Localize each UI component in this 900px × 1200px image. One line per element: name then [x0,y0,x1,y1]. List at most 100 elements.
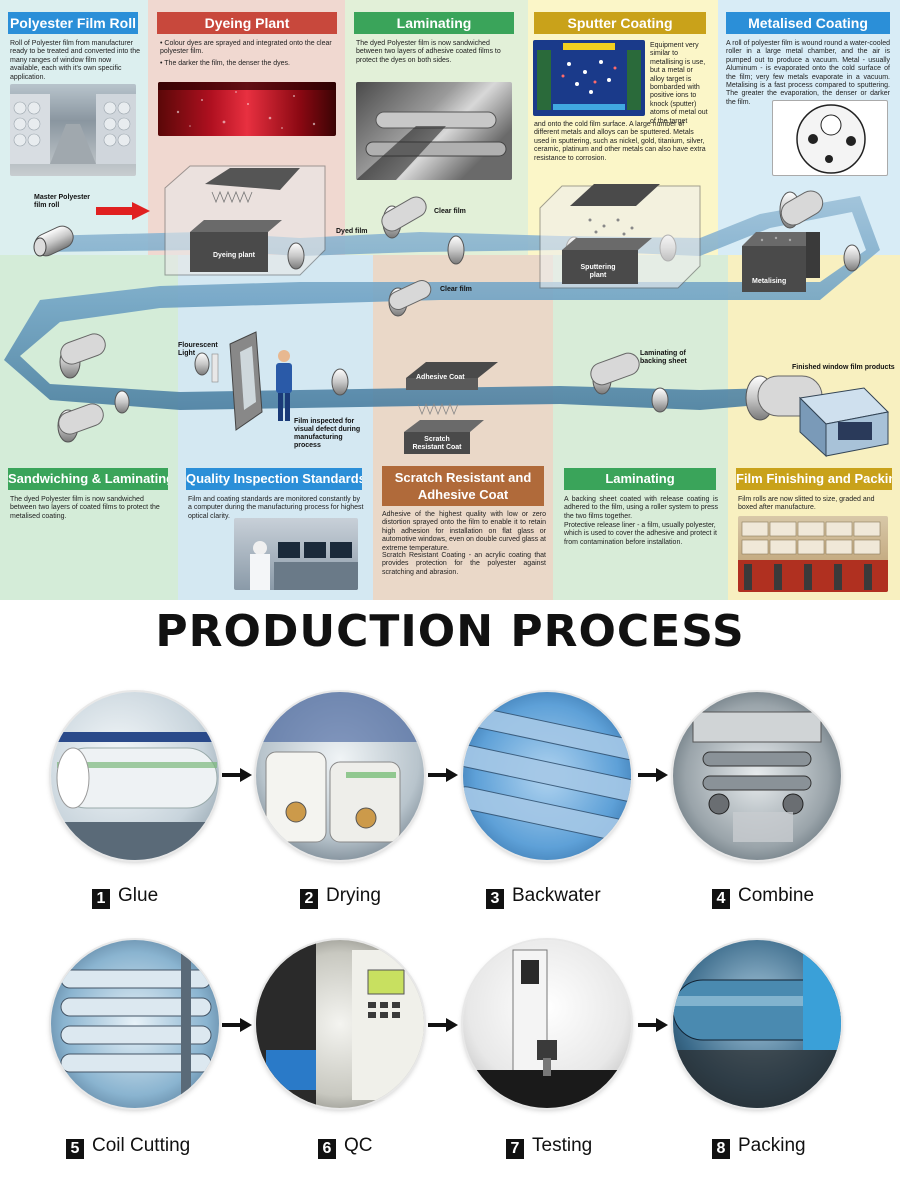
step-label-testing: 7 Testing [506,1134,592,1159]
label-inspected: Film inspected for visual defect during … [294,418,361,449]
step-label-packing: 8 Packing [712,1134,806,1159]
label-scratch-coat: Scratch Resistant Coat [412,436,462,451]
arrow-right-icon [428,768,458,782]
step-label-text: Coil Cutting [92,1135,191,1156]
arrow-right-icon [222,1018,252,1032]
step-photo-qc [256,940,424,1108]
packing-image [673,950,841,1108]
sputter-diagram-photo [533,40,645,116]
red-film-image [158,82,336,129]
label-clear-film-2: Clear film [440,286,472,293]
label-fluorescent: Flourescent Light [178,342,218,357]
header-sandwiching: Sandwiching & Laminating [8,468,168,490]
label-sputtering-plant: Sputtering plant [580,264,616,279]
step-label-text: Packing [738,1135,806,1156]
step-label-text: Combine [738,885,815,906]
sputtering-plant-box [539,184,701,289]
step-photo-glue [51,692,219,860]
qc-image [256,940,424,1108]
testing-image [463,949,631,1108]
header-scratch: Scratch Resistant and Adhesive Coat [382,466,544,506]
step-number-badge: 3 [486,889,504,909]
inspection-station [211,331,263,431]
label-finished: Finished window film products [792,364,895,371]
laminating-photo [356,82,512,180]
step-photo-testing [463,940,631,1108]
desc-sputter-bottom: and onto the cold film surface. A large … [534,121,706,162]
header-finishing: Film Finishing and Packing [736,468,892,490]
step-photo-backwater [463,692,631,860]
label-dyeing-plant: Dyeing plant [212,252,255,259]
header-sputter-coating: Sputter Coating [534,12,706,34]
step-label-text: Drying [326,885,381,906]
arrow-right-icon [428,1018,458,1032]
desc-quality: Film and coating standards are monitored… [188,496,364,520]
drying-image [256,692,424,843]
desc-sandwiching: The dyed Polyester film is now sandwiche… [10,496,160,520]
desc-laminating-top: The dyed Polyester film is now sandwiche… [356,40,501,64]
coil-cutting-image [60,950,212,1100]
control-room-image [250,541,358,590]
step-number-badge: 5 [66,1139,84,1159]
step-label-drying: 2 Drying [300,884,381,909]
header-laminating-top: Laminating [354,12,514,34]
combine-image [692,711,822,842]
warehouse-image [10,94,136,164]
step-number-badge: 1 [92,889,110,909]
inspector-person-icon [276,350,292,421]
backwater-image [463,692,631,860]
vacuum-chamber-image [796,104,866,174]
step-label-text: Testing [532,1135,593,1156]
desc-finishing: Film rolls are now slitted to size, grad… [738,496,875,512]
master-roll-icon [33,225,74,257]
step-label-glue: 1 Glue [92,884,158,909]
finished-product-box [798,387,890,458]
desc-dyeing-1: • Colour dyes are sprayed and integrated… [160,40,332,56]
poster-band-bg [553,255,728,600]
step-label-backwater: 3 Backwater [486,884,601,909]
desc-laminating-1: A backing sheet coated with release coat… [564,496,718,520]
desc-metalised: A roll of polyester film is wound round … [726,40,890,106]
glue-image [51,732,219,860]
film-flow-diagram [4,165,890,458]
step-photo-coil-cutting [51,940,219,1108]
header-laminating-bottom: Laminating [564,468,716,490]
desc-laminating-2: Protective release liner - a film, usual… [564,522,717,546]
arrow-right-icon [222,768,252,782]
step-number-badge: 8 [712,1139,730,1159]
step-label-text: Backwater [512,885,601,906]
page-title: PRODUCTION PROCESS [155,606,745,657]
step-label-text: QC [344,1135,373,1156]
step-label-combine: 4 Combine [712,884,814,909]
step-label-text: Glue [118,885,159,906]
packing-warehouse-photo [738,516,888,592]
start-arrow-icon [96,202,150,220]
header-polyester-roll: Polyester Film Roll [8,12,138,34]
step-number-badge: 2 [300,889,318,909]
coating-station [404,362,498,454]
header-metalised-coating: Metalised Coating [726,12,890,34]
dyeing-plant-box [164,165,326,276]
desc-sputter-side: Equipment very similar to metallising is… [650,42,708,125]
step-photo-drying [256,692,424,860]
step-label-qc: 6 QC [318,1134,373,1159]
desc-scratch-2: Scratch Resistant Coating - an acrylic c… [382,552,546,576]
step-number-badge: 4 [712,889,730,909]
label-metalising: Metalising [752,278,787,285]
header-quality: Quality Inspection Standards [186,468,362,490]
header-dyeing-plant: Dyeing Plant [157,12,337,34]
arrow-right-icon [638,1018,668,1032]
step-number-badge: 6 [318,1139,336,1159]
boxes-image [738,521,888,592]
step-number-badge: 7 [506,1139,524,1159]
step-photo-packing [673,940,841,1108]
label-clear-film-1: Clear film [434,208,466,215]
label-master-roll: Master Polyester film roll [34,194,91,209]
laminating-machine-image [356,111,507,180]
warehouse-photo [10,84,136,176]
sputter-chamber-image [537,43,641,110]
step-photo-combine [673,692,841,860]
quality-photo [234,518,358,590]
process-poster: Polyester Film Roll Dyeing Plant Laminat… [0,0,900,600]
desc-scratch-1: Adhesive of the highest quality with low… [382,511,546,552]
